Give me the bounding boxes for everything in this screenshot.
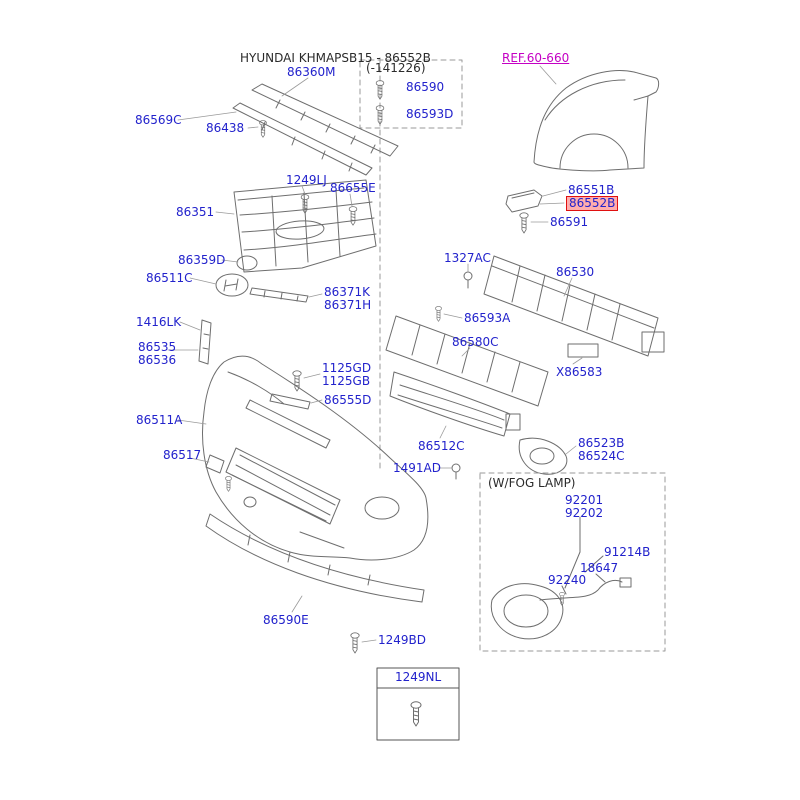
part-label-86593a[interactable]: 86593A: [464, 311, 511, 325]
part-label-1125gd[interactable]: 1125GD: [322, 361, 372, 375]
part-label-92202[interactable]: 92202: [565, 506, 604, 520]
lower-grille-drawing: [389, 371, 521, 437]
part-label-86591[interactable]: 86591: [550, 215, 589, 229]
fog-lamp-bezel-drawing: [518, 437, 568, 475]
diagram-title: HYUNDAI KHMAPSB15 - 86552B: [240, 51, 431, 65]
part-label-86551b[interactable]: 86551B: [568, 183, 615, 197]
part-label-86655e[interactable]: 86655E: [330, 181, 376, 195]
part-label-86535[interactable]: 86535: [138, 340, 177, 354]
part-label-86590[interactable]: 86590: [406, 80, 445, 94]
part-label-1249bd[interactable]: 1249BD: [378, 633, 427, 647]
lower-lip-spoiler-drawing: [205, 513, 425, 603]
part-label-x86583[interactable]: X86583: [556, 365, 603, 379]
part-label-1125gb[interactable]: 1125GB: [322, 374, 371, 388]
part-label-1327ac[interactable]: 1327AC: [444, 251, 491, 265]
bumper-reinforcement-beam-drawing: [483, 255, 665, 358]
front-fender-drawing: [533, 70, 660, 172]
part-label-86511c[interactable]: 86511C: [146, 271, 193, 285]
grille-trim-strip-drawing: [249, 287, 309, 303]
note-wfoglamp: (W/FOG LAMP): [488, 476, 576, 490]
upper-grille-molding-drawing: [232, 83, 399, 176]
part-label-86569c[interactable]: 86569C: [135, 113, 182, 127]
part-label-86555d[interactable]: 86555D: [324, 393, 372, 407]
part-label-86593d[interactable]: 86593D: [406, 107, 454, 121]
part-label-86524c[interactable]: 86524C: [578, 449, 625, 463]
emblem-ring-drawing: [236, 255, 258, 271]
variant-fastener-box: [359, 59, 463, 129]
part-label-86511a[interactable]: 86511A: [136, 413, 183, 427]
energy-absorber-drawing: [385, 315, 549, 407]
part-label-1249lj[interactable]: 1249LJ: [286, 173, 327, 187]
fender-bracket-drawing: [505, 189, 543, 213]
part-label-92240[interactable]: 92240: [548, 573, 587, 587]
fog-lamp-assembly-drawing: [490, 516, 632, 640]
fog-lamp-option-box: [479, 472, 666, 652]
part-label-86517[interactable]: 86517: [163, 448, 202, 462]
part-label-86360m[interactable]: 86360M: [287, 65, 336, 79]
part-label-86371h[interactable]: 86371H: [324, 298, 372, 312]
leader-lines: [167, 65, 583, 643]
part-label-86359d[interactable]: 86359D: [178, 253, 226, 267]
part-label-1416lk[interactable]: 1416LK: [136, 315, 182, 329]
part-label-86512c[interactable]: 86512C: [418, 439, 465, 453]
part-label-86590e[interactable]: 86590E: [263, 613, 309, 627]
part-label-86371k[interactable]: 86371K: [324, 285, 371, 299]
part-label-18647[interactable]: 18647: [580, 561, 619, 575]
part-label-86351[interactable]: 86351: [176, 205, 215, 219]
part-label-1491ad[interactable]: 1491AD: [393, 461, 441, 475]
part-label-92201[interactable]: 92201: [565, 493, 604, 507]
part-label-86523b[interactable]: 86523B: [578, 436, 625, 450]
side-bracket-drawing: [198, 319, 212, 365]
bumper-side-bracket-drawing: [205, 454, 225, 474]
license-bracket-drawing: [269, 393, 311, 410]
part-label-1249nl[interactable]: 1249NL: [395, 670, 442, 684]
note-141226: (-141226): [366, 61, 426, 75]
hyundai-emblem-drawing: [215, 273, 249, 297]
hardware-box: [376, 667, 460, 741]
part-label-86580c[interactable]: 86580C: [452, 335, 499, 349]
ref-link-ref60660[interactable]: REF.60-660: [502, 51, 570, 65]
radiator-grille-drawing: [233, 179, 377, 273]
clip-1491ad-drawing: [451, 463, 461, 480]
part-label-86438[interactable]: 86438: [206, 121, 245, 135]
part-label-86530[interactable]: 86530: [556, 265, 595, 279]
part-label-86536[interactable]: 86536: [138, 353, 177, 367]
part-label-91214b[interactable]: 91214B: [604, 545, 651, 559]
part-label-86552b[interactable]: 86552B: [566, 196, 619, 211]
